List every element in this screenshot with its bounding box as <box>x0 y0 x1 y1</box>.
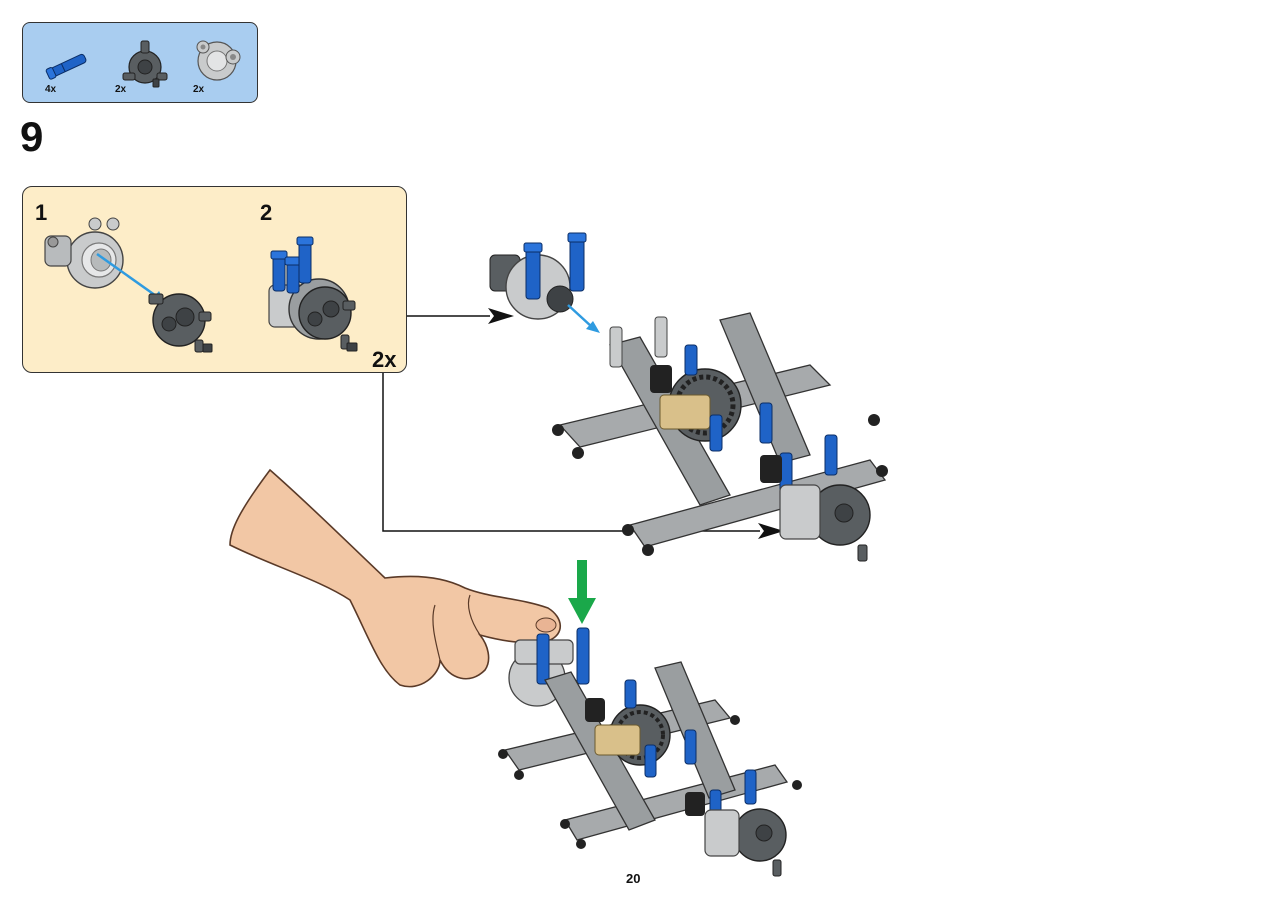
chassis-frame <box>552 312 888 562</box>
callout-arrow-head-bottom <box>758 523 784 539</box>
light-gray-housing-icon <box>196 40 241 81</box>
push-arrow-icon <box>568 560 596 624</box>
hand-illustration <box>229 468 562 688</box>
subassembly-multiplier: 2x <box>372 347 397 372</box>
chassis-assembly-top <box>489 232 888 562</box>
part-qty-blue-pin: 4x <box>45 84 57 95</box>
chassis-assembly-bottom <box>498 627 802 877</box>
part-qty-light-gray-housing: 2x <box>193 84 205 95</box>
subassembly-box: 1 2 2 <box>22 186 407 373</box>
substep-1-illustration <box>44 217 213 353</box>
parts-list-box: 4x 2x 2x <box>22 22 258 103</box>
dark-gray-hub-icon <box>122 40 168 88</box>
blue-pin-icon <box>45 53 87 80</box>
page-number: 20 <box>626 871 641 886</box>
callout-arrow-head-top <box>488 308 514 324</box>
substep-2-illustration <box>268 236 358 352</box>
chassis-frame-completed <box>498 627 802 877</box>
substep-number-2: 2 <box>260 200 273 225</box>
substep-number-1: 1 <box>35 200 48 225</box>
floating-subassembly <box>489 232 600 333</box>
step-number: 9 <box>20 113 44 160</box>
part-qty-dark-gray-hub: 2x <box>115 84 127 95</box>
